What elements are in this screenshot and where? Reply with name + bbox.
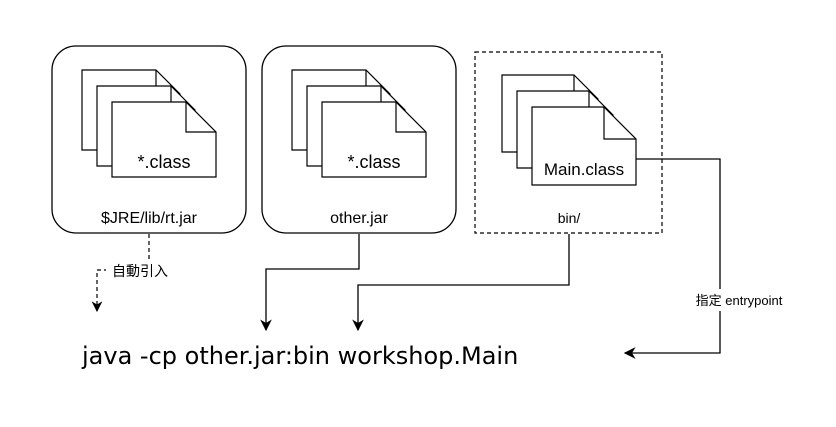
bin-dir-container: Main.class bin/ xyxy=(474,51,663,234)
auto-import-connector: 自動引入 xyxy=(91,234,192,313)
bin-dir-connector xyxy=(352,234,570,332)
rt-jar-file-label: *.class xyxy=(137,152,190,172)
other-jar-file-label: *.class xyxy=(347,152,400,172)
rt-jar-container: *.class $JRE/lib/rt.jar xyxy=(51,45,247,234)
entrypoint-label: 指定 entrypoint xyxy=(696,293,783,308)
java-command: java -cp other.jar:bin workshop.Main xyxy=(81,342,518,370)
rt-jar-label: $JRE/lib/rt.jar xyxy=(101,210,198,227)
other-jar-container: *.class other.jar xyxy=(261,45,457,234)
class-files-icon xyxy=(501,74,637,186)
other-jar-label: other.jar xyxy=(330,210,388,227)
bin-dir-label: bin/ xyxy=(558,210,581,226)
auto-import-label: 自動引入 xyxy=(112,263,168,279)
other-jar-connector xyxy=(260,234,360,332)
class-files-icon xyxy=(291,69,427,178)
main-class-label: Main.class xyxy=(544,160,624,179)
class-files-icon xyxy=(81,69,217,178)
entrypoint-connector: 指定 entrypoint xyxy=(623,158,798,359)
